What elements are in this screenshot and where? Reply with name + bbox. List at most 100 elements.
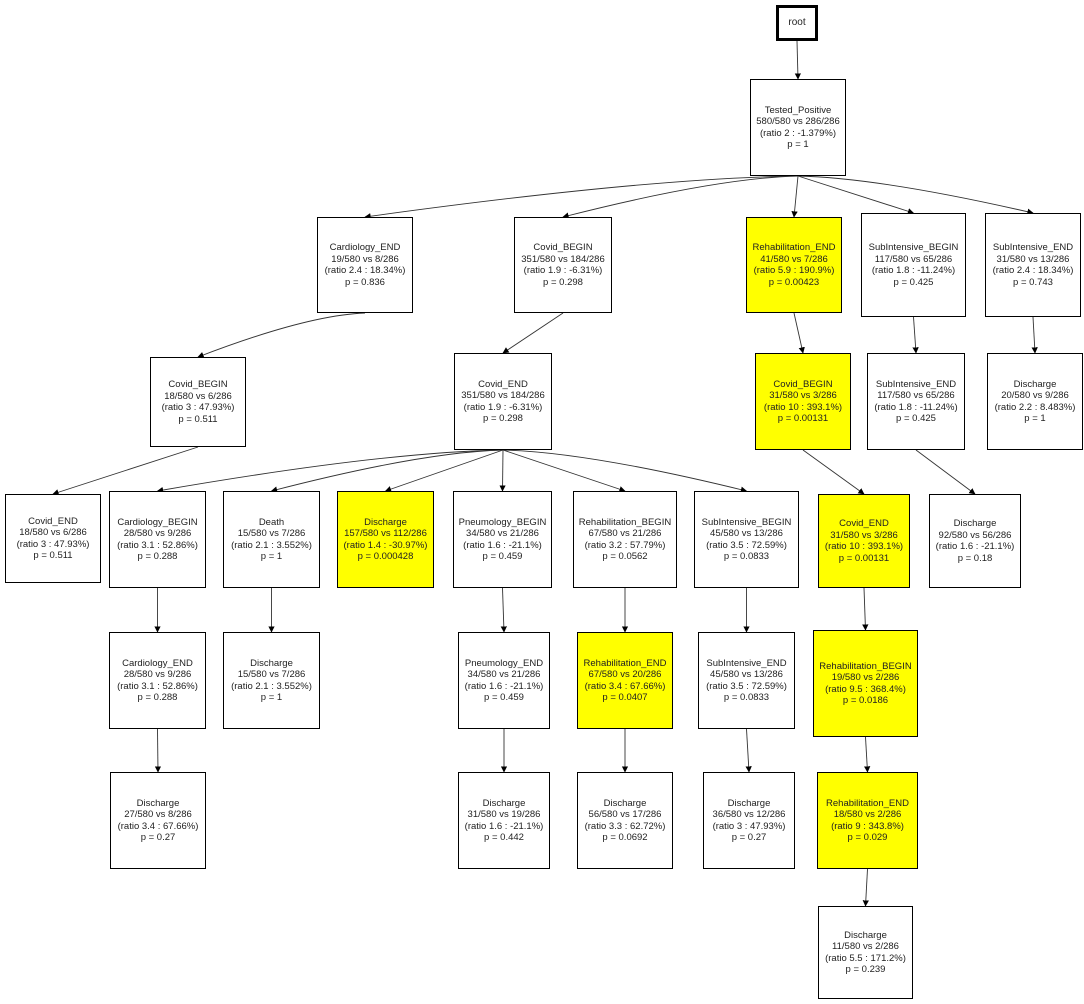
node-counts: 92/580 vs 56/286 (938, 529, 1012, 541)
node-ratio: (ratio 5.9 : 190.9%) (753, 265, 835, 276)
node-name: Rehabilitation_END (826, 797, 909, 809)
node-name: Rehabilitation_BEGIN (578, 516, 672, 528)
node-name: Discharge (250, 657, 293, 669)
node-ratio: (ratio 2.1 : 3.552%) (231, 539, 312, 551)
node-name: Covid_BEGIN (168, 379, 228, 390)
node-p: p = 0.27 (140, 832, 176, 843)
node-ratio: (ratio 1.6 : -21.1%) (464, 820, 544, 832)
node-ratio: (ratio 3.4 : 67.66%) (584, 680, 666, 692)
node-ratio: (ratio 2.4 : 18.34%) (324, 265, 406, 276)
node-counts: 19/580 vs 8/286 (331, 253, 399, 265)
edge-arrow (502, 312, 564, 354)
node-ratio: (ratio 2 : -1.379%) (759, 127, 837, 139)
node-name: Discharge (482, 797, 526, 809)
node-ratio: (ratio 10 : 393.1%) (824, 541, 904, 552)
node-ratio: (ratio 3.5 : 72.59%) (706, 680, 787, 692)
node-counts: 11/580 vs 2/286 (832, 941, 899, 952)
node-name: SubIntensive_END (706, 657, 787, 669)
edge-arrow (502, 449, 748, 493)
edge-arrow (52, 446, 199, 496)
node-counts: 20/580 vs 9/286 (1001, 390, 1069, 401)
node-name: SubIntensive_END (992, 242, 1074, 253)
node-p: p = 0.0562 (602, 551, 648, 562)
node-name: Covid_BEGIN (773, 378, 833, 390)
edge-arrow (793, 312, 805, 354)
node-p: p = 0.18 (957, 552, 993, 564)
node-name: Covid_BEGIN (533, 242, 593, 253)
root-label: root (788, 17, 806, 29)
node-p: p = 0.0833 (723, 692, 770, 703)
node-name: SubIntensive_END (875, 378, 957, 390)
node-p: p = 0.0692 (602, 832, 648, 843)
node-counts: 31/580 vs 3/286 (830, 529, 898, 541)
node-p: p = 0.425 (893, 276, 934, 288)
node-p: p = 0.000428 (357, 551, 414, 562)
node-counts: 36/580 vs 12/286 (712, 809, 786, 820)
node-counts: 117/580 vs 65/286 (874, 253, 953, 265)
edge-arrow (197, 312, 366, 358)
node-ratio: (ratio 3.5 : 72.59%) (706, 539, 787, 551)
node-p: p = 0.511 (33, 550, 73, 561)
edge-arrow (862, 868, 869, 907)
node-p: p = 0.459 (482, 551, 523, 562)
node-p: p = 0.425 (896, 413, 936, 424)
node-ratio: (ratio 10 : 393.1%) (763, 401, 843, 413)
edge-arrow (797, 175, 915, 215)
node-ratio: (ratio 2.1 : 3.552%) (231, 680, 312, 692)
node-counts: 31/580 vs 19/286 (467, 809, 541, 820)
node-p: p = 0.0407 (602, 692, 648, 703)
edge-arrow (791, 175, 799, 218)
node-counts: 31/580 vs 13/286 (996, 253, 1070, 265)
root-node: root (776, 5, 818, 41)
edge-arrow (1031, 316, 1038, 354)
node-name: Covid_END (28, 515, 78, 527)
edge-arrow (499, 449, 506, 492)
node-ratio: (ratio 1.4 : -30.97%) (343, 539, 428, 551)
node-ratio: (ratio 3 : 47.93%) (712, 820, 786, 832)
node-counts: 41/580 vs 7/286 (760, 253, 828, 265)
node-p: p = 0.00131 (838, 552, 890, 564)
node-ratio: (ratio 3.1 : 52.86%) (117, 539, 198, 551)
node-counts: 27/580 vs 8/286 (124, 809, 192, 820)
edge-arrow (864, 736, 871, 773)
node-p: p = 1 (260, 692, 283, 703)
node-p: p = 1 (787, 139, 809, 150)
node-name: Cardiology_BEGIN (117, 516, 198, 528)
node-counts: 351/580 vs 184/286 (461, 390, 545, 401)
node-p: p = 0.836 (345, 276, 385, 288)
node-name: Cardiology_END (329, 242, 401, 253)
edge-arrow (154, 728, 162, 773)
node-counts: 18/580 vs 6/286 (164, 390, 232, 402)
node-counts: 31/580 vs 3/286 (769, 390, 837, 401)
node-ratio: (ratio 1.8 : -11.24%) (874, 401, 958, 413)
node-p: p = 0.298 (483, 413, 523, 424)
node-counts: 157/580 vs 112/286 (344, 528, 427, 539)
node-ratio: (ratio 3 : 47.93%) (16, 538, 90, 550)
node-ratio: (ratio 5.5 : 171.2%) (825, 952, 906, 964)
node-p: p = 1 (1024, 413, 1046, 424)
edge-arrow (862, 587, 869, 631)
node-ratio: (ratio 3.4 : 67.66%) (117, 820, 199, 832)
node-counts: 45/580 vs 13/286 (710, 669, 783, 680)
node-ratio: (ratio 3.2 : 57.79%) (584, 539, 666, 551)
node-p: p = 0.442 (484, 832, 524, 843)
node-ratio: (ratio 1.6 : -21.1%) (464, 680, 544, 692)
